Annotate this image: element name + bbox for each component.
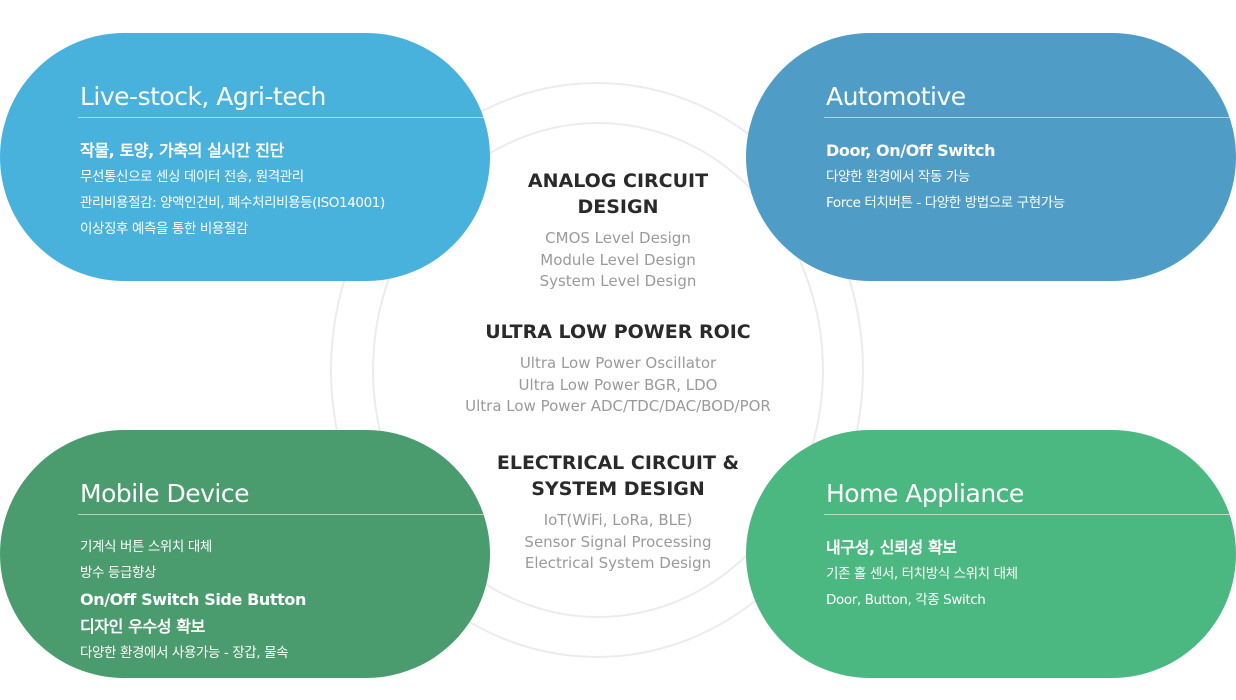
- panel-lines: Door, On/Off Switch 다양한 환경에서 작동 가능 Force 터…: [826, 137, 1065, 216]
- panel-divider: [824, 514, 1236, 515]
- electrical-item: Sensor Signal Processing: [524, 532, 712, 551]
- analog-item: Module Level Design: [540, 250, 696, 269]
- electrical-heading: ELECTRICAL CIRCUIT & SYSTEM DESIGN: [496, 452, 740, 500]
- panel-title: Home Appliance: [826, 479, 1024, 508]
- electrical-item: Electrical System Design: [524, 554, 712, 572]
- electrical-system-block: ELECTRICAL CIRCUIT & SYSTEM DESIGN IoT(W…: [416, 450, 820, 575]
- panel-line: Door, Button, 각종 Switch: [826, 592, 986, 608]
- panel-line: Force 터치버튼 - 다양한 방법으로 구현가능: [826, 195, 1065, 211]
- panel-line: 이상징후 예측을 통한 비용절감: [80, 221, 248, 237]
- ultra-low-power-roic-block: ULTRA LOW POWER ROIC Ultra Low Power Osc…: [416, 319, 820, 418]
- panel-title: Mobile Device: [80, 479, 249, 508]
- panel-divider: [78, 117, 490, 118]
- panel-line: 디자인 우수성 확보: [80, 617, 205, 636]
- panel-line: 관리비용절감: 양액인건비, 폐수처리비용등(ISO14001): [80, 195, 385, 211]
- panel-line: Door, On/Off Switch: [826, 141, 996, 160]
- outer-ring: [330, 82, 864, 658]
- panel-title: Automotive: [826, 82, 966, 111]
- panel-divider: [78, 514, 490, 515]
- electrical-item: IoT(WiFi, LoRa, BLE): [543, 511, 693, 529]
- analog-circuit-block: ANALOG CIRCUIT DESIGN CMOS Level Design …: [416, 168, 820, 293]
- panel-line: 기존 홀 센서, 터치방식 스위치 대체: [826, 566, 1018, 582]
- panel-line: 다양한 환경에서 작동 가능: [826, 169, 970, 185]
- roic-heading: ULTRA LOW POWER ROIC: [485, 321, 751, 343]
- panel-line: 내구성, 신뢰성 확보: [826, 538, 957, 557]
- panel-line: 다양한 환경에서 사용가능 - 장갑, 물속: [80, 645, 289, 661]
- panel-line: On/Off Switch Side Button: [80, 590, 306, 609]
- roic-item: Ultra Low Power ADC/TDC/DAC/BOD/POR: [465, 397, 771, 415]
- livestock-agritech-panel: Live-stock, Agri-tech 작물, 토양, 가축의 실시간 진단…: [0, 33, 490, 281]
- panel-divider: [824, 117, 1236, 118]
- roic-item: Ultra Low Power BGR, LDO: [518, 375, 718, 394]
- panel-title: Live-stock, Agri-tech: [80, 82, 326, 111]
- panel-line: 무선통신으로 센싱 데이터 전송, 원격관리: [80, 169, 304, 185]
- inner-ring: [372, 122, 824, 618]
- panel-line: 방수 등급향상: [80, 565, 157, 581]
- automotive-panel: Automotive Door, On/Off Switch 다양한 환경에서 작…: [746, 33, 1236, 281]
- panel-line: 기계식 버튼 스위치 대체: [80, 539, 212, 555]
- analog-item: System Level Design: [539, 272, 697, 290]
- panel-line: 작물, 토양, 가축의 실시간 진단: [80, 141, 284, 160]
- analog-circuit-heading: ANALOG CIRCUIT DESIGN: [527, 170, 709, 218]
- roic-item: Ultra Low Power Oscillator: [519, 354, 717, 372]
- analog-item: CMOS Level Design: [545, 229, 691, 247]
